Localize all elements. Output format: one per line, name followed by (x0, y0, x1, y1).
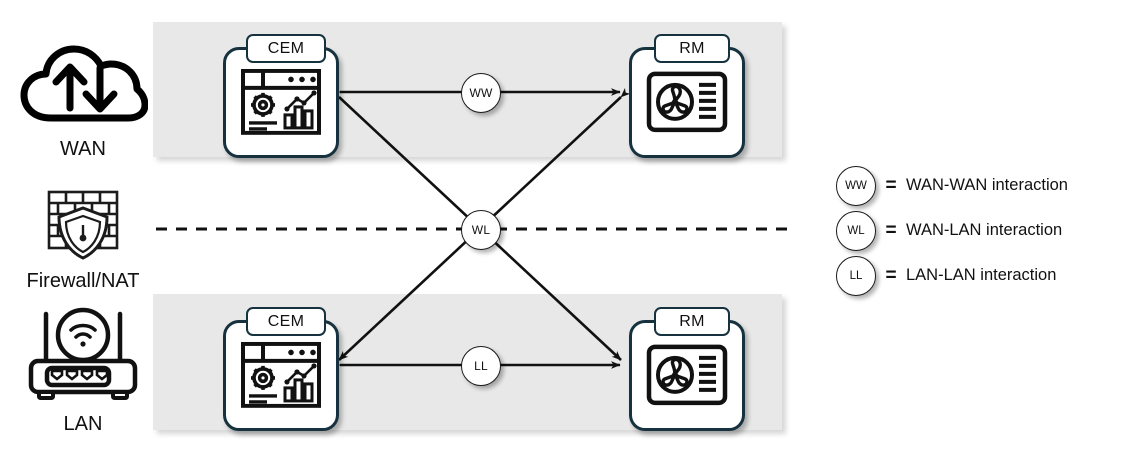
node-rm-wan[interactable]: RM (629, 34, 745, 158)
legend-label-ll: LAN-LAN interaction (906, 266, 1057, 284)
legend: WW = WAN-WAN interaction WL = WAN-LAN in… (836, 163, 1116, 298)
zone-lan: LAN (8, 305, 158, 436)
dashboard-gear-chart-icon (241, 68, 321, 139)
node-cem-lan-label-tab: CEM (246, 307, 326, 336)
node-rm-wan-label-tab: RM (654, 34, 730, 63)
legend-circle-ww: WW (836, 165, 876, 206)
zone-lan-label: LAN (63, 413, 103, 435)
legend-label-wl: WAN-LAN interaction (906, 221, 1063, 239)
legend-equals-ll: = (885, 264, 897, 286)
legend-item-wl: WL = WAN-LAN interaction (836, 208, 1116, 253)
zone-wan: WAN (8, 40, 158, 161)
legend-circle-ll: LL (836, 255, 876, 296)
fan-panel-icon (646, 343, 728, 410)
node-rm-lan-label-tab: RM (654, 307, 730, 336)
zone-wan-label: WAN (60, 138, 106, 160)
node-rm-lan[interactable]: RM (629, 307, 745, 431)
dashboard-gear-chart-icon (241, 341, 321, 412)
brick-wall-shield-icon (8, 186, 158, 267)
interaction-node-ll[interactable]: LL (461, 346, 501, 386)
legend-equals-ww: = (885, 174, 897, 196)
fan-panel-icon (646, 70, 728, 137)
legend-label-ww: WAN-WAN interaction (906, 176, 1068, 194)
legend-circle-wl: WL (836, 210, 876, 251)
interaction-node-ww[interactable]: WW (461, 73, 501, 113)
legend-item-ll: LL = LAN-LAN interaction (836, 253, 1116, 298)
zone-firewall-label: Firewall/NAT (26, 270, 140, 292)
wifi-router-icon (8, 305, 158, 410)
legend-equals-wl: = (885, 219, 897, 241)
interaction-node-wl[interactable]: WL (461, 210, 501, 250)
cloud-up-down-arrows-icon (8, 40, 158, 135)
legend-item-ww: WW = WAN-WAN interaction (836, 163, 1116, 208)
node-cem-lan[interactable]: CEM (223, 307, 339, 431)
node-cem-wan-label-tab: CEM (246, 34, 326, 63)
zone-firewall: Firewall/NAT (8, 186, 158, 293)
node-cem-wan[interactable]: CEM (223, 34, 339, 158)
